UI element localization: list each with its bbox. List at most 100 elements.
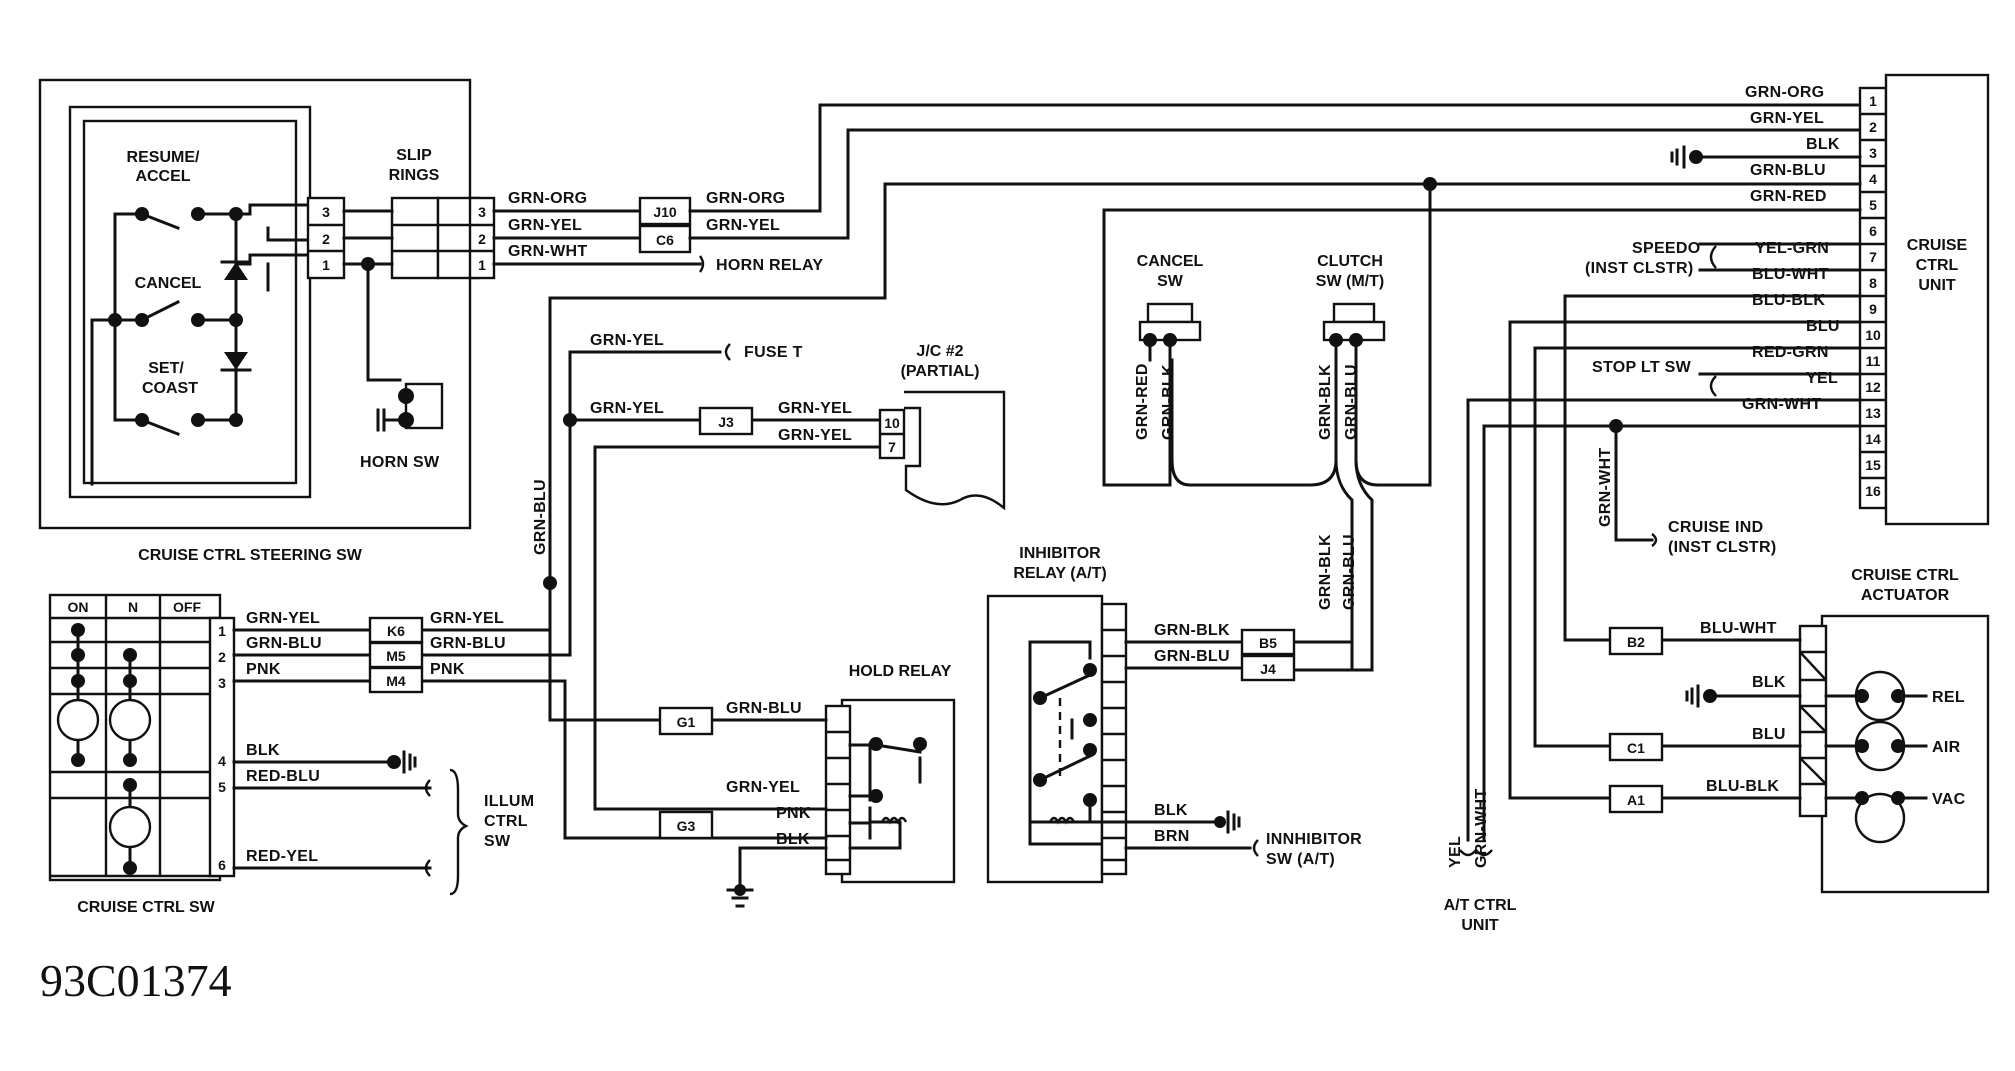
cu-pin-2: 2 <box>1869 119 1877 135</box>
cruise-sw-hdr-on: ON <box>68 599 89 615</box>
wire-blu-pin10 <box>1533 346 1862 748</box>
cruise-unit-pin-dividers <box>1860 112 1886 480</box>
connector-c6 <box>638 224 692 254</box>
slip-pin-1: 1 <box>478 257 486 273</box>
jc2-label-1: J/C #2 <box>916 343 963 360</box>
steering-sw-title: CRUISE CTRL STEERING SW <box>138 547 363 564</box>
connector-m5 <box>368 641 424 669</box>
cu-pin-6: 6 <box>1869 223 1877 239</box>
clutch-grn-blk-label: GRN-BLK <box>1317 364 1334 440</box>
connector-k6 <box>368 616 424 644</box>
grn-blu-vert-main: GRN-BLU <box>532 479 549 555</box>
resume-contact-2 <box>191 207 205 221</box>
connector-j4 <box>1240 654 1296 682</box>
steering-sw-inner <box>68 105 312 499</box>
cu-pin-9: 9 <box>1869 301 1877 317</box>
actuator-pin-lines <box>1799 650 1827 786</box>
grn-blk-vert-label: GRN-BLK <box>1317 534 1334 610</box>
hold-relay-label: HOLD RELAY <box>849 663 952 680</box>
set-switch-wire <box>113 418 238 436</box>
act-ground-node <box>1703 689 1717 703</box>
inh-wire-brn: BRN <box>1154 828 1190 845</box>
inh-wire-blk: BLK <box>1154 802 1188 819</box>
horn-contact <box>398 388 414 404</box>
cruise-unit-connector <box>1858 86 1888 510</box>
speedo-label-2: (INST CLSTR) <box>1585 260 1693 277</box>
cu-wire-label-3: BLK <box>1806 136 1840 153</box>
inh-sw-label-2: SW (A/T) <box>1266 851 1335 868</box>
cu-pin-16: 16 <box>1865 483 1881 499</box>
hold-wire-grn-blu: GRN-BLU <box>726 700 802 717</box>
horn-wire <box>266 262 402 382</box>
wire-label-grn-org: GRN-ORG <box>706 190 785 207</box>
cancel-contact-3 <box>191 313 205 327</box>
cs-dot-1 <box>71 623 85 637</box>
inh-dot-e <box>1083 743 1097 757</box>
actuator-vac-solenoid <box>1854 792 1906 844</box>
cs-dot-8 <box>123 778 137 792</box>
inhibitor-relay-pins <box>1100 602 1128 876</box>
cruise-sw-hdr-off: OFF <box>173 599 201 615</box>
stop-lt-sw-label: STOP LT SW <box>1592 359 1692 376</box>
inhibitor-wires <box>1124 640 1252 850</box>
cancel-contact <box>108 313 122 327</box>
cu-pin-1: 1 <box>1869 93 1877 109</box>
cu-wire-label-1: GRN-ORG <box>1745 84 1824 101</box>
wire-grn-blu-main <box>548 182 887 585</box>
cs-lamp-n <box>108 698 152 742</box>
slip-connector-dividers <box>470 223 494 253</box>
fuse-stub <box>724 343 731 361</box>
connector-g1-label: G1 <box>677 714 696 730</box>
inh-wire-grn-blu: GRN-BLU <box>1154 648 1230 665</box>
hold-relay-dot-a <box>869 737 883 751</box>
resume-switch-wire <box>113 212 238 422</box>
cancel-grn-red-label: GRN-RED <box>1134 363 1151 440</box>
hold-relay-pins <box>824 704 852 876</box>
act-dot-3 <box>1855 739 1869 753</box>
steering-pin-3: 3 <box>322 204 330 220</box>
cruise-ind-label-2: (INST CLSTR) <box>1668 539 1776 556</box>
steering-right-rail <box>234 203 310 422</box>
hold-relay-dot-c <box>869 789 883 803</box>
cruise-ind-stub <box>1651 533 1658 547</box>
cruise-unit-label-3: UNIT <box>1918 277 1956 294</box>
slip-rings-dividers <box>392 223 478 253</box>
illum-wire-red-blu: RED-BLU <box>246 768 320 785</box>
jc2-body <box>904 390 1006 511</box>
inh-dot-b <box>1083 663 1097 677</box>
port-vac: VAC <box>1932 791 1966 808</box>
cruise-sw-title: CRUISE CTRL SW <box>77 899 215 916</box>
at-ctrl-label-2: UNIT <box>1461 917 1499 934</box>
cu-pin-7: 7 <box>1869 249 1877 265</box>
wire-blu-wht-pin8 <box>1563 294 1862 642</box>
clutch-sw-label-1: CLUTCH <box>1317 253 1383 270</box>
set-label-2: COAST <box>142 380 198 397</box>
connector-m5-label: M5 <box>386 648 406 664</box>
slip-input-wires <box>342 209 394 266</box>
figure-code: 93C01374 <box>40 955 232 1006</box>
act-wire-blu-blk: BLU-BLK <box>1706 778 1779 795</box>
horn-sw-label: HORN SW <box>360 454 440 471</box>
connector-g1 <box>658 706 714 736</box>
hold-ground-node <box>734 884 746 896</box>
set-label-1: SET/ <box>148 360 184 377</box>
inhibitor-pin-dividers <box>1102 628 1126 862</box>
set-contact-2 <box>191 413 205 427</box>
fuse-wire-label: GRN-YEL <box>590 332 664 349</box>
slip-wire-grn-yel: GRN-YEL <box>508 217 582 234</box>
cs-wire-grn-blu-2: GRN-BLU <box>430 635 506 652</box>
horn-ground <box>376 408 400 432</box>
cu-pin-8: 8 <box>1869 275 1877 291</box>
actuator-port-leads <box>1896 694 1928 800</box>
yel-vert-label: YEL <box>1447 836 1464 868</box>
wire-blu-blk-pin9 <box>1508 320 1862 800</box>
cruise-ind-label-1: CRUISE IND <box>1668 519 1763 536</box>
illum-brace <box>449 768 469 896</box>
wire-grn-red-loop <box>1102 182 1862 487</box>
cs-dot-4 <box>71 753 85 767</box>
connector-j3-label: J3 <box>718 414 734 430</box>
cancel-sw-label-2: SW <box>1157 273 1184 290</box>
cs-dot-2 <box>71 648 85 662</box>
